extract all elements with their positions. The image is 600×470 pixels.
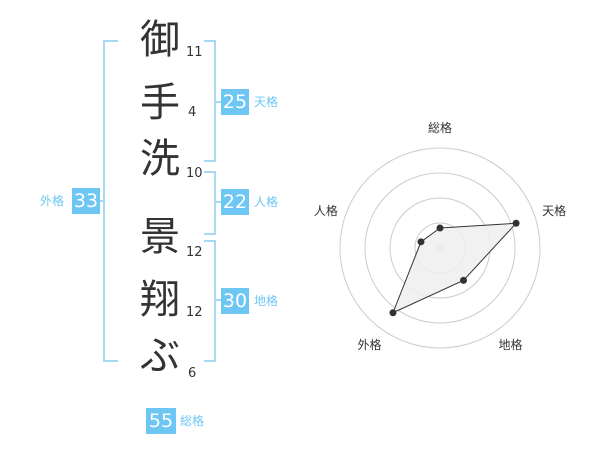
name-char-2: 手: [140, 80, 180, 126]
soukaku-badge: 55: [146, 408, 176, 434]
radar-point-3: [389, 309, 397, 317]
gaikaku-label: 外格: [40, 194, 65, 208]
radar-point-2: [460, 276, 468, 284]
jinkaku-tick: [214, 201, 221, 203]
chikaku-bracket: [204, 240, 216, 362]
name-char-3: 洗: [140, 136, 180, 182]
stroke-count-2: 4: [188, 105, 197, 120]
tenkaku-label: 天格: [254, 95, 279, 109]
chikaku-label: 地格: [254, 294, 279, 308]
jinkaku-badge: 22: [221, 189, 249, 215]
radar-axis-label-1: 天格: [542, 203, 566, 218]
radar-series-area: [392, 222, 518, 314]
radar-point-0: [436, 224, 444, 232]
chikaku-tick: [214, 299, 221, 301]
radar-axis-label-2: 地格: [499, 337, 523, 352]
name-char-5: 翔: [140, 277, 180, 323]
jinkaku-label: 人格: [254, 195, 279, 209]
gaikaku-bracket: [103, 40, 118, 362]
radar-axis-label-4: 人格: [314, 203, 338, 218]
tenkaku-tick: [214, 101, 221, 103]
name-char-6: ぶ: [140, 333, 180, 379]
radar-point-1: [512, 219, 520, 227]
stroke-count-6: 6: [188, 366, 197, 381]
name-char-4: 景: [140, 214, 180, 260]
jinkaku-bracket: [204, 171, 216, 235]
radar-grid-ring-4: [339, 147, 541, 349]
radar-point-4: [417, 238, 425, 246]
radar-axis-label-3: 外格: [357, 337, 381, 352]
radar-grid-ring-3: [364, 172, 516, 324]
stroke-count-5: 12: [186, 305, 203, 320]
soukaku-label: 総格: [180, 414, 205, 428]
gaikaku-badge: 33: [72, 188, 100, 214]
stroke-count-3: 10: [186, 166, 203, 181]
stroke-count-1: 11: [186, 45, 203, 60]
name-char-1: 御: [140, 17, 180, 63]
stroke-count-4: 12: [186, 245, 203, 260]
radar-axis-label-0: 総格: [428, 120, 452, 135]
chikaku-badge: 30: [221, 288, 249, 314]
tenkaku-badge: 25: [221, 89, 249, 115]
